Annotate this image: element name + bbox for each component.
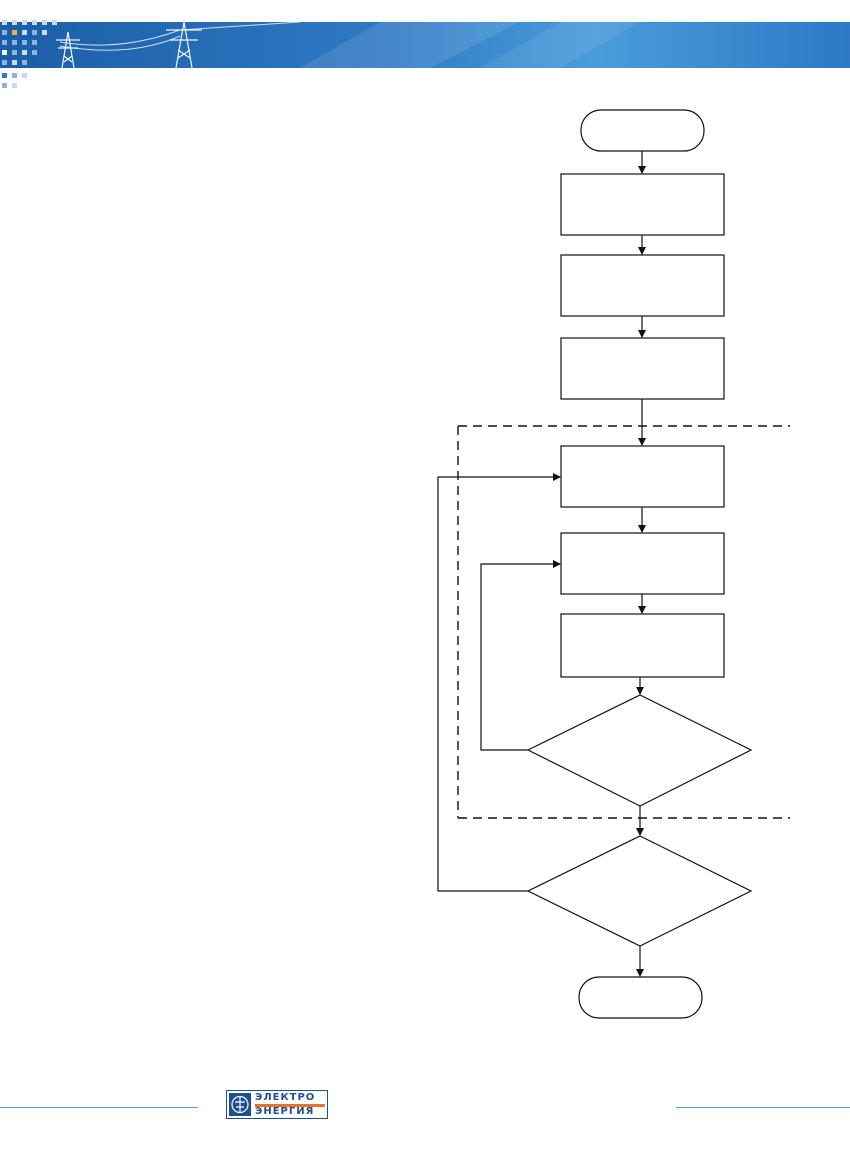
process-step-2 (560, 254, 725, 317)
header-banner (0, 20, 850, 88)
logo-word-1: ЭЛЕКТРО (255, 1092, 316, 1103)
company-logo: ЭЛЕКТРО ЭНЕРГИЯ (226, 1090, 328, 1119)
process-step-6 (560, 613, 725, 678)
footer-rule-left (0, 1107, 198, 1108)
edge-decision-outer-loop (437, 473, 561, 892)
process-step-4 (560, 445, 725, 508)
decision-outer (526, 835, 753, 947)
logo-word-2: ЭНЕРГИЯ (255, 1106, 315, 1117)
decision-inner (526, 694, 753, 807)
start-terminator (580, 109, 705, 152)
power-pylon-icon (166, 21, 202, 69)
footer-rule-right (676, 1107, 850, 1108)
logo-emblem-icon (229, 1093, 251, 1116)
loop-region (457, 425, 790, 819)
process-step-3 (560, 337, 725, 400)
process-step-1 (560, 173, 725, 236)
logo-stripe (255, 1104, 325, 1107)
end-terminator (578, 976, 703, 1019)
power-pylon-icon (56, 31, 80, 69)
process-step-5 (560, 532, 725, 595)
dot-grid (2, 20, 57, 88)
edge-decision-inner-loop (480, 560, 561, 751)
